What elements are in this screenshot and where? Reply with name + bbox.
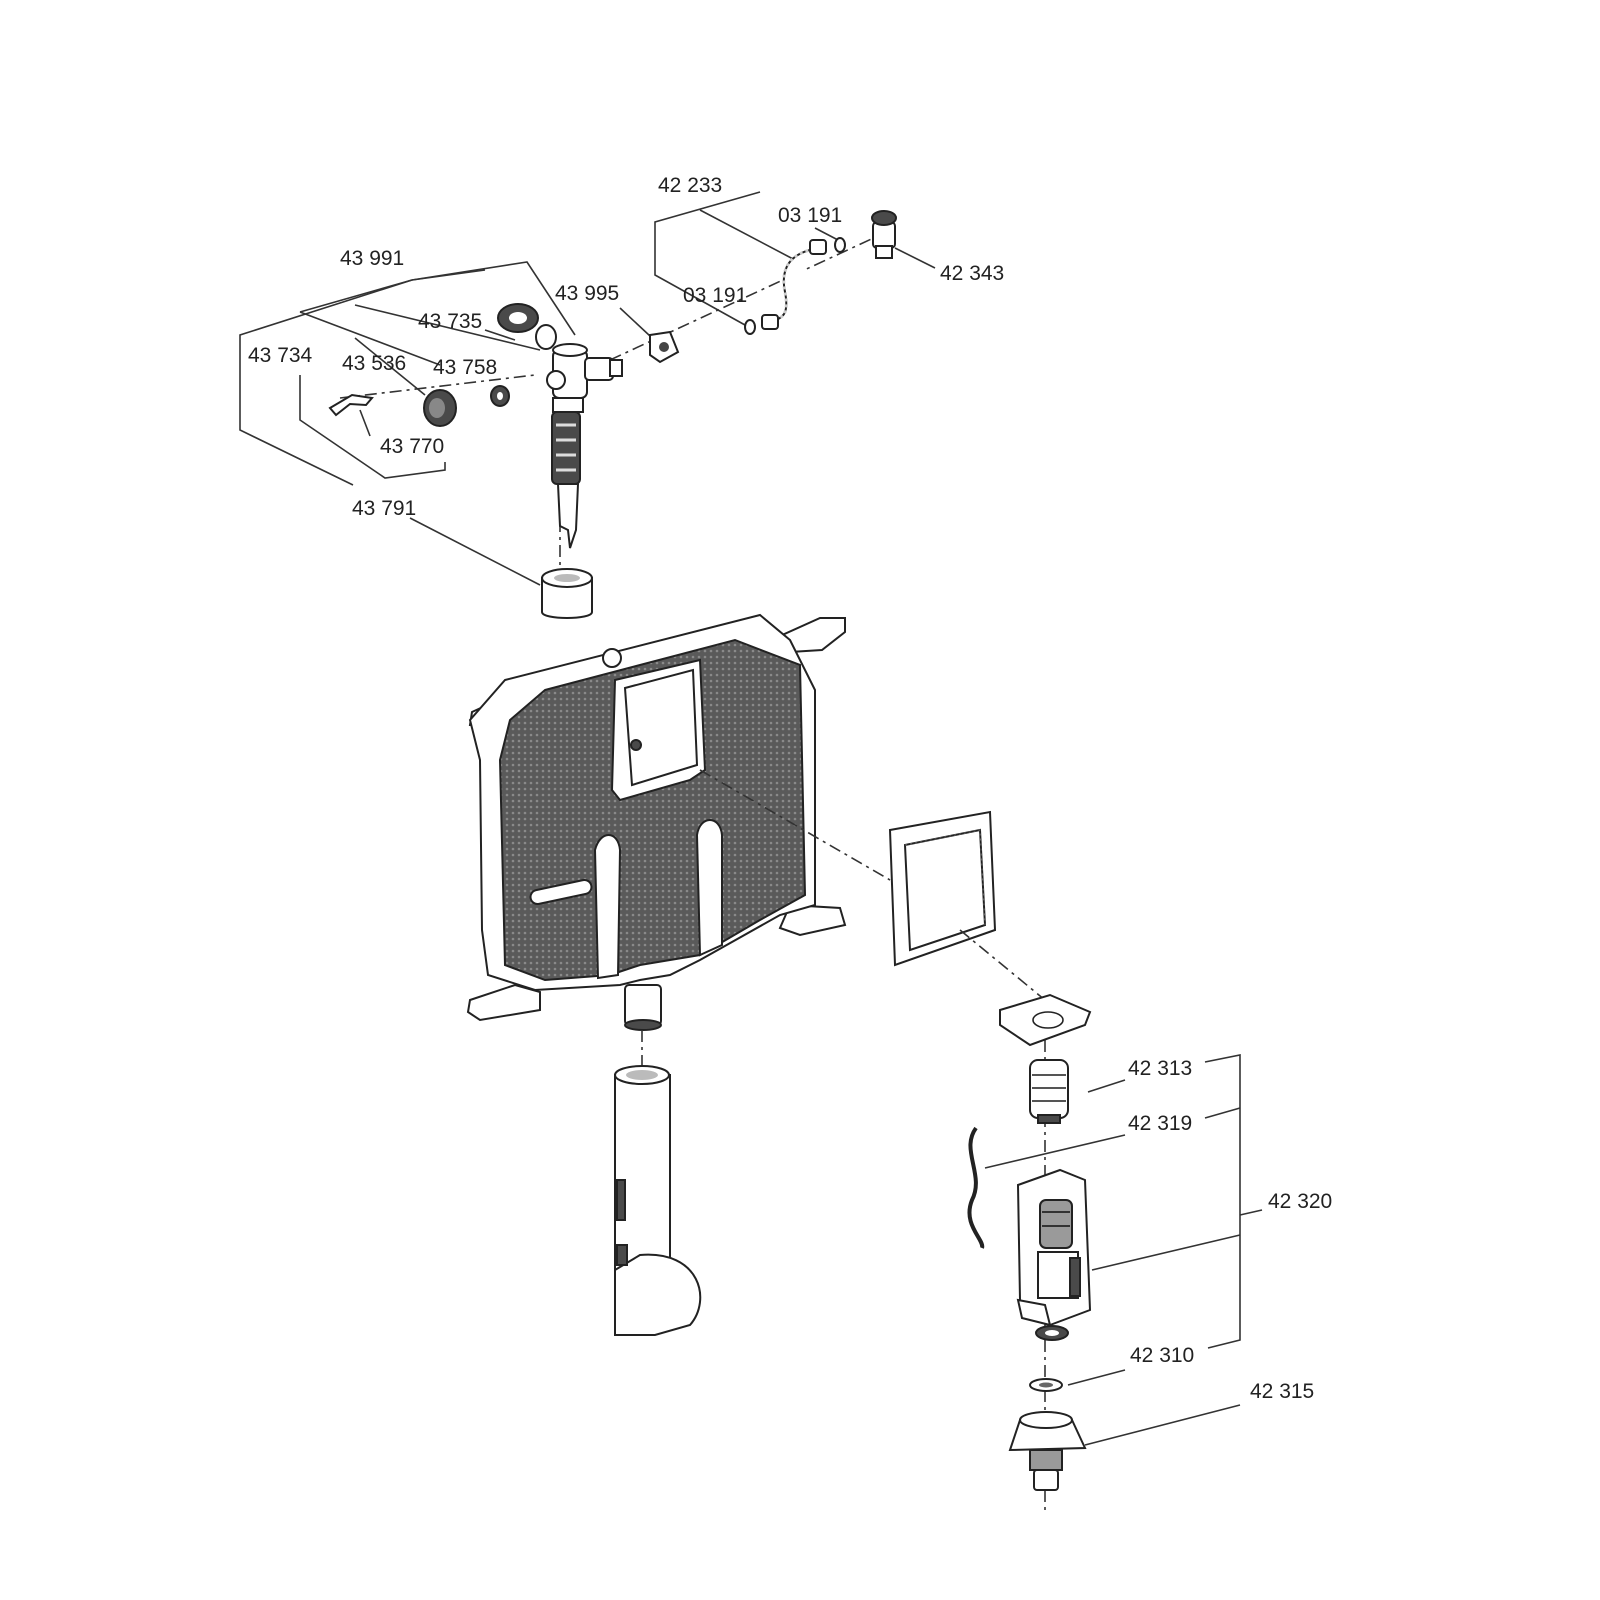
clip-43734-part [328, 393, 374, 417]
rib-right [695, 819, 723, 957]
leader-43770-b [359, 409, 371, 437]
top-inlet-port [602, 648, 622, 668]
service-panel-part [888, 810, 997, 967]
leader-43995 [619, 307, 651, 337]
inspection-opening-inner [623, 668, 699, 787]
leader-03191-a [814, 227, 839, 241]
braided-hose-part [761, 239, 827, 330]
angle-valve-part [871, 210, 897, 259]
flush-valve-group [967, 993, 1263, 1515]
leader-43536 [354, 337, 426, 396]
leader-42313 [1087, 1079, 1126, 1093]
cap-43735-part [497, 303, 557, 350]
label-43770: 43 770 [380, 435, 444, 458]
sleeve-43791-part [541, 568, 593, 619]
leader-43991-b [299, 261, 576, 336]
leader-43758 [299, 311, 441, 366]
label-43735: 43 735 [418, 310, 482, 333]
leader-42233-b [699, 209, 796, 261]
leader-42310 [1067, 1369, 1126, 1386]
mounting-bracket-right-bottom [778, 903, 847, 937]
label-43995: 43 995 [555, 282, 619, 305]
leader-42320-body [1091, 1234, 1241, 1271]
label-43791: 43 791 [352, 497, 416, 520]
leader-42319 [984, 1134, 1126, 1169]
leader-42233 [654, 191, 761, 326]
washer-part-a [834, 237, 846, 253]
nut-43758-part [490, 385, 510, 407]
label-42343: 42 343 [940, 262, 1004, 285]
fill-valve-group [239, 191, 936, 619]
inlet-hole [630, 739, 642, 751]
flush-valve-body-42320-part [1016, 1168, 1092, 1341]
label-43536: 43 536 [342, 352, 406, 375]
leader-43991-c [411, 269, 486, 281]
bracket-42320-mid [1204, 1107, 1241, 1119]
strainer-43536-part [423, 389, 457, 427]
fill-valve-body-part [546, 343, 623, 549]
label-42315: 42 315 [1250, 1380, 1314, 1403]
label-43758: 43 758 [433, 356, 497, 379]
label-03191-bottom: 03 191 [683, 284, 747, 307]
bracket-42320-out [1239, 1209, 1263, 1216]
connector-43995-part [649, 330, 680, 364]
leader-43735 [354, 304, 541, 351]
rib-left [593, 834, 622, 980]
leader-42343 [894, 247, 936, 269]
flush-pipe-part [614, 1065, 702, 1336]
slot-opening [529, 879, 593, 905]
leader-43991 [239, 279, 413, 486]
axis-service-panel [699, 769, 891, 881]
label-43991: 43 991 [340, 247, 404, 270]
leader-43791 [409, 517, 541, 586]
washer-part-b [744, 319, 756, 335]
label-42319: 42 319 [1128, 1112, 1192, 1135]
label-42310: 42 310 [1130, 1344, 1194, 1367]
label-43734: 43 734 [248, 344, 313, 367]
rod-42319-part [967, 1126, 985, 1249]
label-42320: 42 320 [1268, 1190, 1332, 1213]
label-03191-top: 03 191 [778, 204, 842, 227]
bracket-42320 [1204, 1054, 1241, 1349]
axis-flush-valve [959, 929, 1046, 1001]
leader-43770 [299, 375, 446, 479]
cistern-frame-group [466, 613, 847, 1031]
bellows-42313-part [1029, 1059, 1069, 1124]
leader-43735-b [484, 329, 516, 341]
part-number-labels: 42 233 03 191 42 343 43 991 43 995 03 19… [248, 174, 1332, 1403]
label-42313: 42 313 [1128, 1057, 1192, 1080]
label-42233: 42 233 [658, 174, 722, 197]
leader-42315 [1084, 1404, 1241, 1446]
axis-valve-side [339, 374, 536, 399]
valve-seat-42315-part [1008, 1411, 1087, 1491]
float-spiral-part [551, 411, 581, 485]
mounting-bracket-left-bottom [466, 983, 541, 1022]
